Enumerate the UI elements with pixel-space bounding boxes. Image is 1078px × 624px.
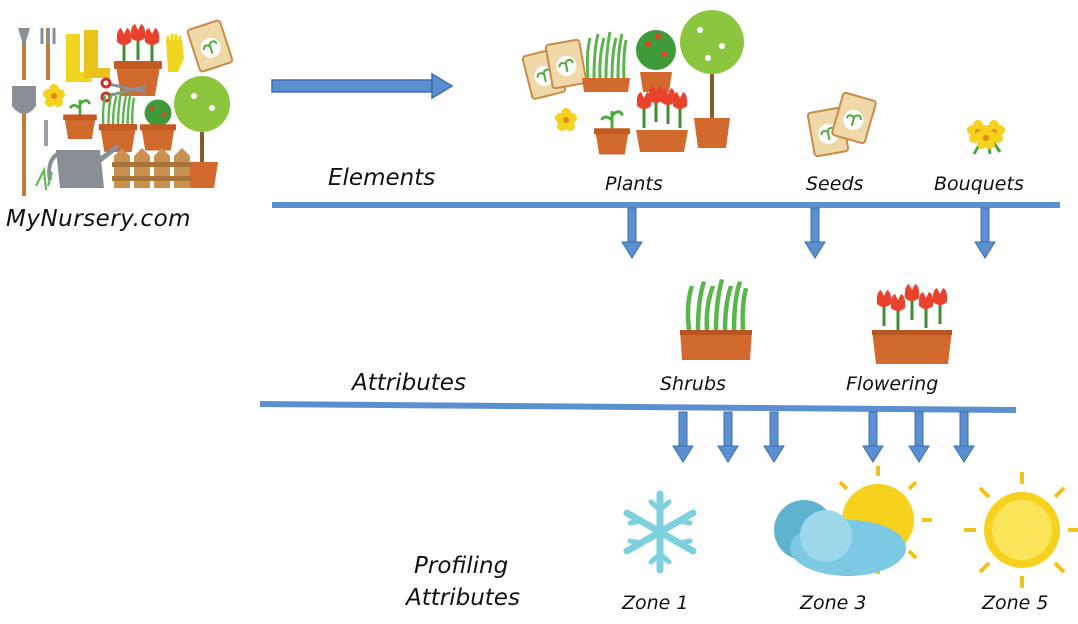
attribute-label-shrubs: Shrubs — [660, 373, 726, 395]
garden-tools-icon — [18, 28, 56, 80]
grass-pot-icon — [98, 89, 138, 152]
seedling-pot-icon — [63, 99, 97, 139]
topiary-tree-icon — [174, 76, 230, 188]
level-label-profiling-line2: Attributes — [406, 585, 520, 611]
down-arrow — [672, 411, 694, 463]
down-arrow — [804, 207, 826, 259]
attribute-label-flowering: Flowering — [846, 373, 939, 395]
level-label-attributes: Attributes — [352, 370, 466, 396]
flowering-icon — [872, 282, 952, 364]
bouquet-icon — [967, 120, 1005, 155]
element-label-bouquets: Bouquets — [934, 173, 1024, 195]
rubber-boots-icon — [66, 30, 110, 82]
down-arrow — [862, 411, 884, 463]
daisy-icon — [555, 108, 577, 131]
shovel-icon — [12, 86, 36, 196]
glove-icon — [166, 34, 184, 72]
sun-cloud-icon — [774, 466, 932, 576]
elements-connector — [272, 202, 1060, 259]
seedling-pot-icon — [594, 110, 630, 155]
scissors-icon — [100, 77, 147, 103]
level-label-profiling-line1: Profiling — [414, 553, 509, 579]
bush-pot-icon — [140, 99, 176, 151]
element-label-plants: Plants — [605, 173, 663, 195]
zone-label-3: Zone 3 — [800, 592, 867, 614]
seeds-clipart — [806, 91, 878, 158]
fence-icon — [112, 148, 192, 188]
snowflake-icon — [623, 490, 697, 574]
attributes-connector — [259, 401, 1017, 463]
shrubs-icon — [680, 279, 752, 360]
topiary-tree-icon — [680, 10, 744, 148]
tulip-pot-icon — [114, 22, 162, 96]
flow-arrow — [271, 72, 454, 100]
grass-pot-icon — [582, 30, 630, 92]
seed-packet-icon — [830, 91, 878, 145]
zone-label-5: Zone 5 — [982, 592, 1049, 614]
down-arrow — [763, 411, 785, 463]
down-arrow — [908, 411, 930, 463]
level-label-elements: Elements — [328, 165, 436, 191]
down-arrow — [621, 207, 643, 259]
element-label-seeds: Seeds — [806, 173, 864, 195]
down-arrow — [717, 411, 739, 463]
brand-clipart — [12, 18, 234, 196]
seed-packet-icon — [544, 38, 588, 90]
seed-packet-icon — [186, 18, 234, 74]
down-arrow — [953, 411, 975, 463]
zone-label-1: Zone 1 — [622, 592, 689, 614]
down-arrow — [974, 207, 996, 259]
bush-pot-icon — [636, 30, 676, 92]
watering-can-icon — [35, 120, 120, 191]
tulip-pot-icon — [635, 84, 689, 152]
daisy-icon — [43, 84, 65, 107]
plants-clipart — [521, 10, 744, 155]
sun-icon — [964, 472, 1078, 588]
brand-name: MyNursery.com — [6, 206, 192, 232]
